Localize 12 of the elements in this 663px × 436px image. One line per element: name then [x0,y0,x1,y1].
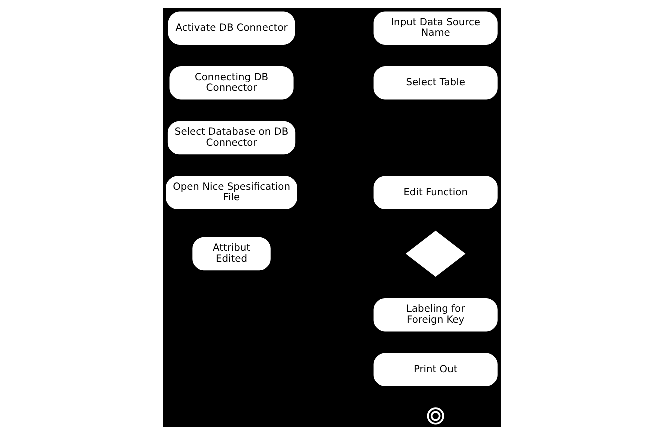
node-diamond [405,230,466,277]
node-box: Print Out [373,353,498,387]
node-box: Labeling for Foreign Key [373,298,498,332]
node-box: Edit Function [373,176,498,210]
node-box: Attribut Edited [192,237,270,271]
node-box: Select Table [373,66,498,100]
node-box: Connecting DB Connector [169,66,294,100]
node-circle [426,408,444,425]
node-box: Open Nice Spesification File [166,176,297,210]
node-box: Activate DB Connector [168,12,295,45]
node-box: Input Data Source Name [373,12,498,45]
node-box: Select Database on DB Connector [167,121,296,155]
